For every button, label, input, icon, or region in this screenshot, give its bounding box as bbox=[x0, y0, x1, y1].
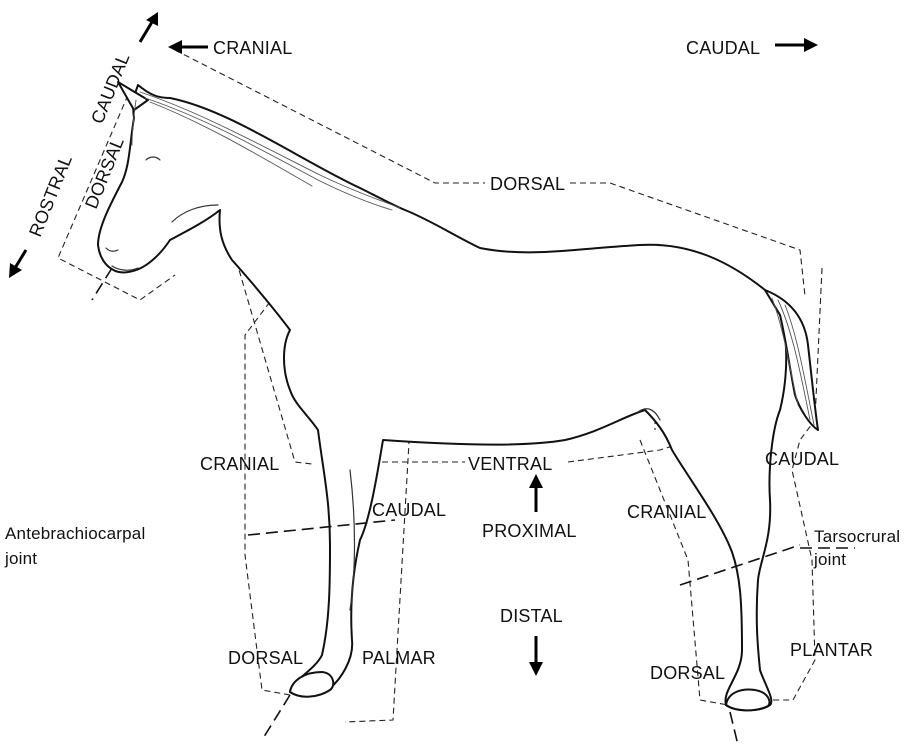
label-palmar: PALMAR bbox=[362, 648, 436, 668]
label-dorsal-hindleg: DORSAL bbox=[650, 663, 725, 683]
horse-body bbox=[98, 85, 786, 710]
label-cranial-foreleg: CRANIAL bbox=[200, 454, 279, 474]
label-caudal-hindleg: CAUDAL bbox=[765, 449, 839, 469]
ventral-line-right bbox=[568, 442, 685, 462]
label-ventral: VENTRAL bbox=[468, 454, 552, 474]
label-dorsal-foreleg: DORSAL bbox=[228, 648, 303, 668]
caudal-arrow bbox=[775, 38, 818, 52]
label-antebrachiocarpal: Antebrachiocarpal bbox=[5, 524, 145, 543]
rostral-arrow bbox=[9, 250, 26, 278]
label-caudal-top: CAUDAL bbox=[686, 38, 760, 58]
proximal-arrow bbox=[529, 474, 543, 512]
label-tarsocrural-joint: joint bbox=[813, 550, 846, 569]
label-distal: DISTAL bbox=[500, 606, 563, 626]
cranial-arrow bbox=[168, 40, 208, 54]
hind-hoof-axis-line bbox=[730, 712, 738, 745]
caudal-head-arrow bbox=[140, 12, 158, 42]
label-cranial-top: CRANIAL bbox=[213, 38, 292, 58]
distal-arrow bbox=[529, 636, 543, 676]
label-dorsal-back: DORSAL bbox=[490, 174, 565, 194]
label-tarsocrural: Tarsocrural bbox=[814, 527, 900, 546]
label-proximal: PROXIMAL bbox=[482, 521, 577, 541]
label-caudal-foreleg: CAUDAL bbox=[372, 500, 446, 520]
fore-hoof-axis-line bbox=[262, 695, 290, 740]
label-cranial-hindleg: CRANIAL bbox=[627, 502, 706, 522]
horse-figure bbox=[98, 82, 818, 710]
label-antebrachiocarpal-joint: joint bbox=[4, 549, 37, 568]
horse-fore-hoof bbox=[290, 672, 333, 697]
antebrachiocarpal-joint-line bbox=[248, 520, 395, 535]
label-rostral: ROSTRAL bbox=[25, 152, 76, 240]
label-plantar: PLANTAR bbox=[790, 640, 873, 660]
